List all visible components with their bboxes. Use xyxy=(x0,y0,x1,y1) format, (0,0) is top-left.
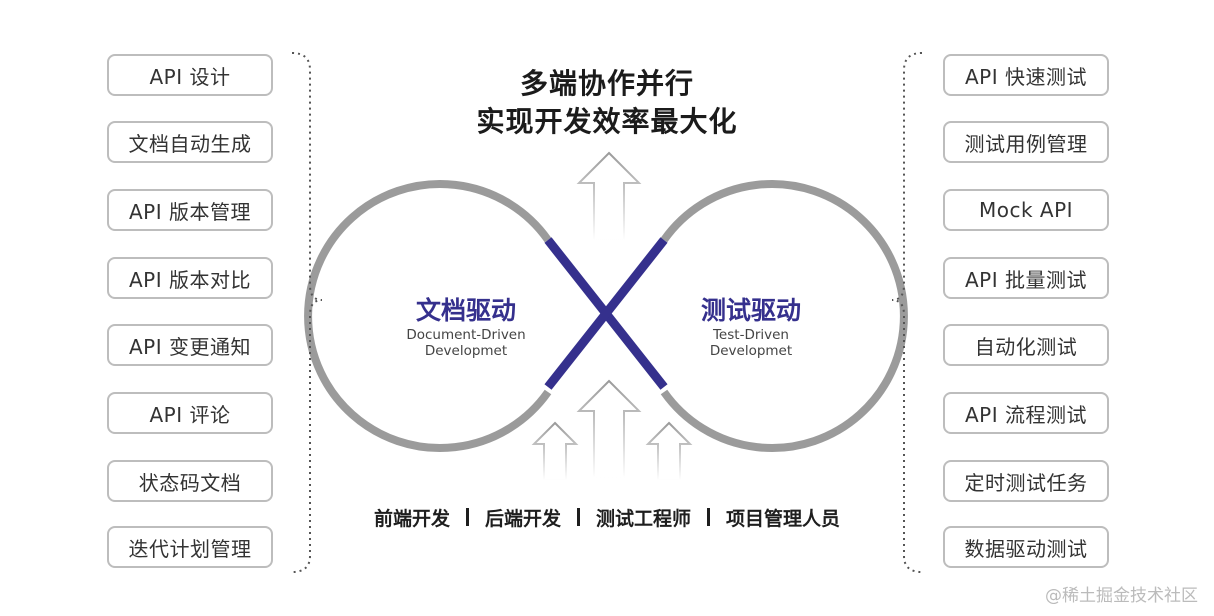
cross-line-2 xyxy=(544,237,668,390)
right-loop-arc xyxy=(660,180,908,452)
feature-pill: Mock API xyxy=(943,189,1109,231)
left-loop-subtitle-1: Document-Driven xyxy=(406,327,526,343)
feature-pill: 迭代计划管理 xyxy=(107,526,273,568)
role-label: 项目管理人员 xyxy=(726,507,841,530)
role-label: 测试工程师 xyxy=(596,507,692,530)
feature-pill: API 版本管理 xyxy=(107,189,273,231)
left-loop-arc xyxy=(304,180,552,452)
feature-pill: 测试用例管理 xyxy=(943,121,1109,163)
role-separator xyxy=(707,508,711,526)
arrow-up-icon xyxy=(576,151,642,241)
right-bracket xyxy=(891,52,923,573)
arrow-up-icon xyxy=(645,421,693,481)
arrow-up-icon xyxy=(576,379,642,479)
left-loop-title: 文档驱动 xyxy=(415,296,516,325)
feature-pill: API 快速测试 xyxy=(943,54,1109,96)
left-loop-subtitle-2: Developmet xyxy=(424,343,508,359)
role-label: 前端开发 xyxy=(373,507,450,530)
role-separator xyxy=(577,508,580,526)
feature-pill: API 设计 xyxy=(107,54,273,96)
right-loop-subtitle-2: Developmet xyxy=(709,343,793,359)
feature-pill: 定时测试任务 xyxy=(943,460,1109,502)
headline-line-1: 多端协作并行 xyxy=(519,67,694,100)
feature-pill: 文档自动生成 xyxy=(107,121,273,163)
headline-line-2: 实现开发效率最大化 xyxy=(476,105,738,138)
feature-pill: API 版本对比 xyxy=(107,257,273,299)
feature-pill: 状态码文档 xyxy=(107,460,273,502)
watermark: @稀土掘金技术社区 xyxy=(1045,586,1198,606)
role-separator xyxy=(465,508,469,526)
feature-pill: API 流程测试 xyxy=(943,392,1109,434)
right-loop-subtitle-1: Test-Driven xyxy=(712,327,789,343)
arrow-up-icon xyxy=(531,421,579,481)
feature-pill: API 变更通知 xyxy=(107,324,273,366)
left-bracket xyxy=(291,52,323,573)
feature-pill: API 评论 xyxy=(107,392,273,434)
roles-row: 前端开发 后端开发 测试工程师 项目管理人员 xyxy=(300,502,914,532)
right-loop-title: 测试驱动 xyxy=(700,296,801,325)
role-label: 后端开发 xyxy=(484,507,561,530)
feature-pill: API 批量测试 xyxy=(943,257,1109,299)
feature-pill: 自动化测试 xyxy=(943,324,1109,366)
feature-pill: 数据驱动测试 xyxy=(943,526,1109,568)
